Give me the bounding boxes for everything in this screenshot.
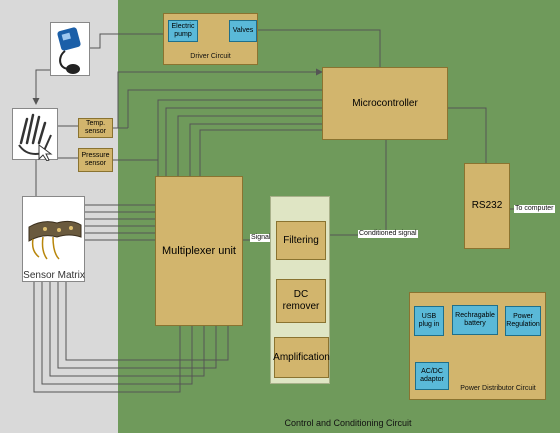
acdc-adaptor-label: AC/DC adaptor — [420, 368, 444, 383]
power-regulation-label: Power Regulation — [506, 313, 540, 328]
rs232-label: RS232 — [471, 200, 503, 211]
electric-pump-box: Electric pump — [168, 20, 198, 42]
to-computer-label: To computer — [514, 205, 555, 213]
valves-box: Valves — [229, 20, 257, 42]
acdc-adaptor-box: AC/DC adaptor — [415, 362, 449, 390]
temp-sensor-label: Temp. sensor — [84, 120, 106, 135]
amplification-label: Amplification — [273, 351, 330, 363]
signal-label: Signal — [250, 234, 272, 242]
rs232-box: RS232 — [464, 163, 510, 249]
dc-remover-label: DC remover — [282, 289, 320, 312]
power-regulation-box: Power Regulation — [505, 306, 541, 336]
power-distributor-title: Power Distributor Circuit — [460, 385, 536, 392]
sensor-matrix-label: Sensor Matrix — [23, 270, 85, 281]
filtering-label: Filtering — [283, 234, 319, 246]
microcontroller-box: Microcontroller — [322, 67, 448, 140]
blood-pressure-cuff-icon — [50, 22, 90, 76]
temp-sensor: Temp. sensor — [78, 118, 113, 138]
hand-icon — [12, 108, 58, 162]
board-title: Control and Conditioning Circuit — [284, 418, 412, 428]
multiplexer-box: Multiplexer unit — [155, 176, 243, 326]
electric-pump-label: Electric pump — [171, 23, 195, 38]
pressure-sensor: Pressure sensor — [78, 148, 113, 172]
driver-circuit-title: Driver Circuit — [190, 53, 231, 60]
microcontroller-label: Microcontroller — [352, 97, 418, 109]
filtering-box: Filtering — [276, 221, 326, 260]
sensor-matrix-icon — [22, 196, 85, 282]
usb-plug-box: USB plug in — [414, 306, 444, 336]
usb-plug-label: USB plug in — [418, 313, 440, 328]
amplification-box: Amplification — [273, 337, 330, 378]
valves-label: Valves — [232, 27, 254, 34]
conditioned-signal-label: Conditioned signal — [358, 230, 418, 238]
battery-box: Rechragable battery — [452, 305, 498, 335]
pressure-sensor-label: Pressure sensor — [81, 152, 110, 167]
multiplexer-label: Multiplexer unit — [162, 244, 236, 257]
battery-label: Rechragable battery — [455, 312, 495, 327]
dc-remover-box: DC remover — [276, 279, 326, 323]
